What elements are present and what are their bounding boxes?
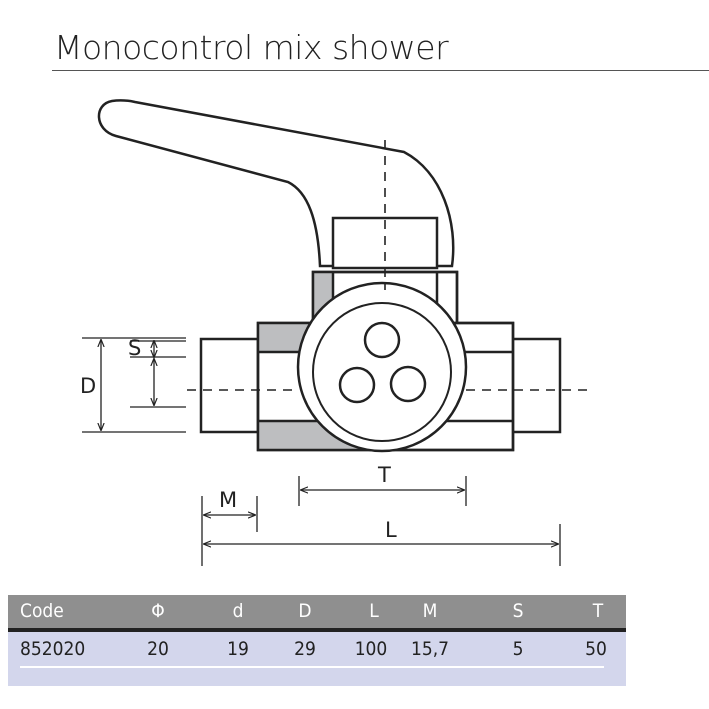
table-header: Code Φ d D L M S T (8, 595, 626, 632)
cell-D: 29 (294, 638, 316, 660)
port-right (389, 365, 427, 403)
header-D: D (298, 600, 312, 622)
cell-phi: 20 (147, 638, 169, 660)
L-label: L (385, 518, 397, 542)
valve-drawing: S D T M L (80, 99, 592, 566)
cell-L: 100 (354, 638, 388, 660)
dial-inner (312, 302, 452, 442)
port-left (338, 366, 376, 404)
right-pipe (510, 337, 562, 434)
cell-S: 5 (512, 638, 524, 660)
S-label: S (128, 336, 141, 360)
header-phi: Φ (151, 600, 165, 622)
cell-code: 852020 (20, 638, 86, 660)
header-L: L (369, 600, 379, 622)
cell-M: 15,7 (410, 638, 450, 660)
cell-T: 50 (585, 638, 607, 660)
header-code: Code (20, 600, 64, 622)
header-M: M (422, 600, 438, 622)
M-label: M (219, 488, 237, 512)
title-divider (52, 70, 709, 71)
cell-d-small: 19 (227, 638, 249, 660)
dimensions-table: Code Φ d D L M S T 852020 20 19 29 100 1… (8, 595, 626, 686)
row-underline (20, 666, 604, 668)
header-T: T (592, 600, 604, 622)
header-S: S (512, 600, 524, 622)
T-label: T (377, 463, 391, 487)
D-label: D (80, 374, 96, 398)
port-top (363, 321, 401, 359)
table-row: 852020 20 19 29 100 15,7 5 50 (8, 632, 626, 686)
header-d-small: d (232, 600, 244, 622)
left-pipe (199, 337, 260, 434)
page-title: Monocontrol mix shower (54, 28, 449, 67)
